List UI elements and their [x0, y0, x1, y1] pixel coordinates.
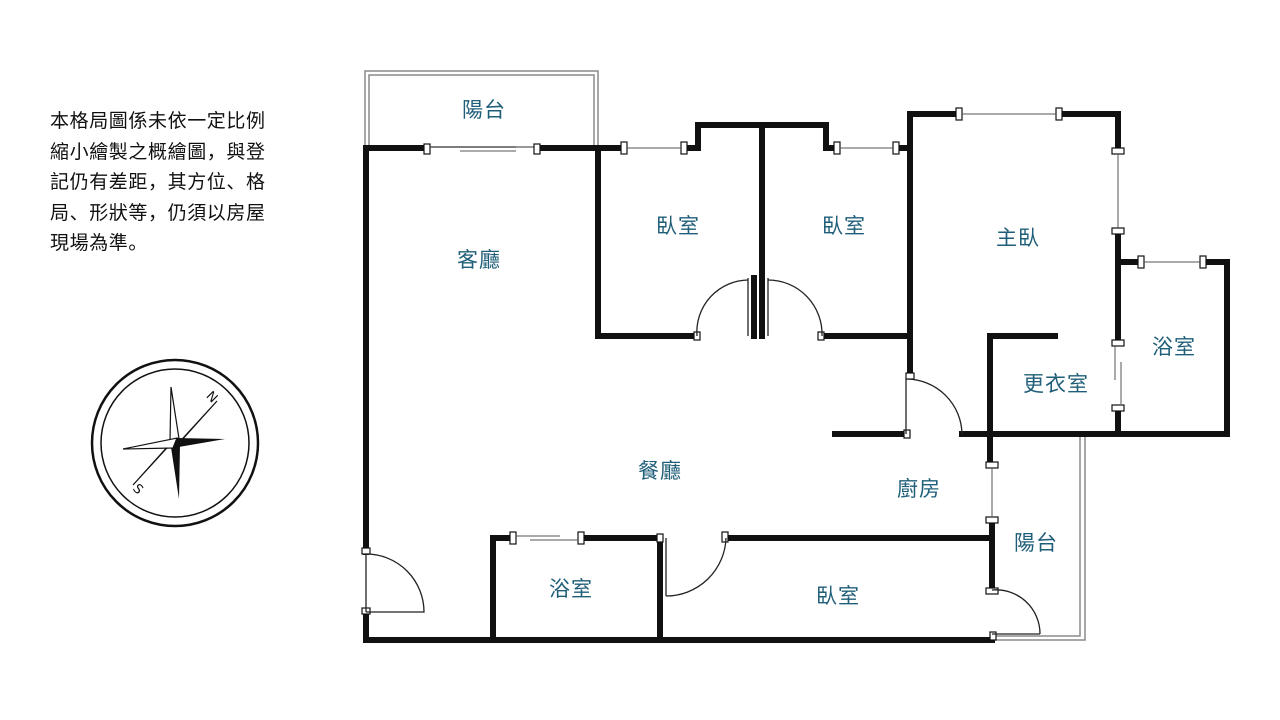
room-label-bedroom-2: 臥室 [822, 214, 866, 238]
room-label-bedroom-3: 臥室 [816, 584, 860, 608]
room-label-dining-room: 餐廳 [638, 459, 682, 483]
doors [361, 278, 1041, 641]
compass-icon: N S [90, 358, 260, 528]
room-label-master-bedroom: 主臥 [996, 226, 1040, 250]
walls [363, 111, 1230, 643]
compass-south-label: S [129, 481, 145, 497]
room-label-bathroom: 浴室 [549, 577, 593, 601]
room-label-bedroom-1: 臥室 [656, 214, 700, 238]
room-label-bathroom-master: 浴室 [1152, 335, 1196, 359]
room-label-balcony-right: 陽台 [1014, 531, 1058, 555]
openings [423, 107, 1207, 545]
room-label-balcony-top: 陽台 [462, 98, 506, 122]
compass-north-label: N [203, 389, 220, 406]
disclaimer-line: 記仍有差距，其方位、格 [50, 171, 266, 193]
disclaimer-line: 本格局圖係未依一定比例 [50, 110, 266, 132]
disclaimer-line: 縮小繪製之概繪圖，與登 [50, 140, 266, 163]
disclaimer-line: 現場為準。 [50, 232, 149, 254]
room-label-living-room: 客廳 [457, 248, 501, 272]
disclaimer-text: 本格局圖係未依一定比例 縮小繪製之概繪圖，與登 記仍有差距，其方位、格 局、形狀… [50, 106, 340, 259]
room-label-kitchen: 廚房 [897, 477, 941, 501]
room-label-walk-in-closet: 更衣室 [1023, 372, 1089, 396]
disclaimer-line: 局、形狀等，仍須以房屋 [50, 201, 266, 224]
